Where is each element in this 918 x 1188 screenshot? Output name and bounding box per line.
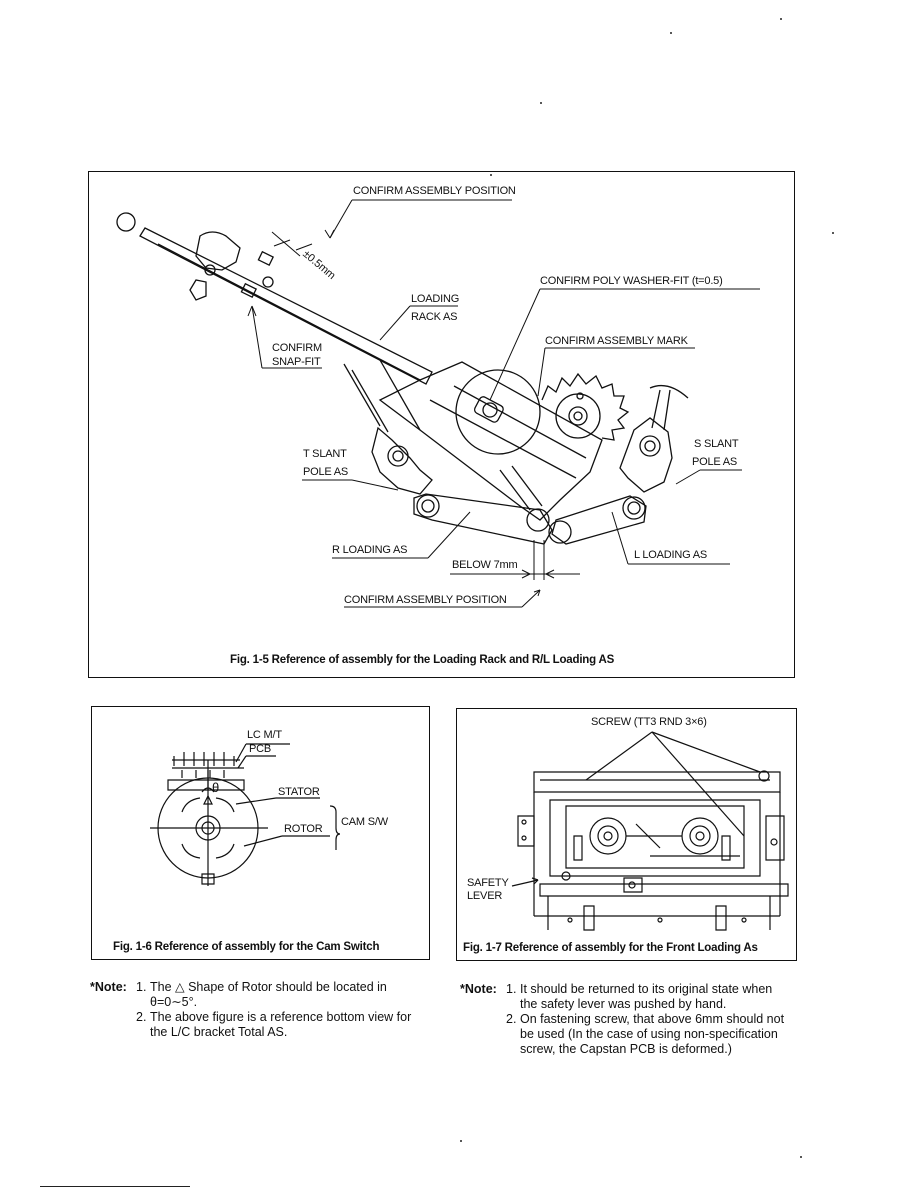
fig5-frame [88, 171, 795, 678]
note-left-key: *Note: [90, 980, 127, 994]
theta-label: θ [212, 780, 220, 795]
note-right-item1-num: 1. [506, 982, 517, 996]
note-right-key: *Note: [460, 982, 497, 996]
safety-label: SAFETY [467, 877, 509, 889]
scan-speck [832, 232, 834, 234]
r-loading-label: R LOADING AS [332, 544, 408, 556]
scan-speck [540, 102, 542, 104]
note-left-item2-line2: the L/C bracket Total AS. [150, 1025, 288, 1039]
cam-sw-label: CAM S/W [341, 816, 388, 828]
note-left-item1-num: 1. [136, 980, 147, 994]
loading-rack-label-line1: LOADING [411, 293, 460, 305]
fig5-caption: Fig. 1-5 Reference of assembly for the L… [230, 654, 615, 666]
lever-label: LEVER [467, 890, 503, 902]
note-left-item2-num: 2. [136, 1010, 147, 1024]
note-right-item1-line2: the safety lever was pushed by hand. [520, 997, 727, 1011]
notes-left: *Note: 1. The △ Shape of Rotor should be… [90, 980, 440, 1040]
fig7-frame [456, 708, 797, 961]
note-right-item2-line2: be used (In the case of using non-specif… [520, 1027, 778, 1041]
scan-speck [490, 174, 492, 176]
lc-mt-label: LC M/T [247, 729, 282, 741]
note-right-item1-line1: It should be returned to its original st… [520, 982, 773, 996]
confirm-assembly-position-top-label: CONFIRM ASSEMBLY POSITION [353, 185, 516, 197]
fig7-caption: Fig. 1-7 Reference of assembly for the F… [463, 942, 758, 954]
s-slant-label-line2: POLE AS [692, 456, 738, 468]
notes-right: *Note: 1. It should be returned to its o… [460, 982, 810, 1057]
s-slant-label-line1: S SLANT [694, 438, 739, 450]
t-slant-label-line2: POLE AS [303, 466, 349, 478]
t-slant-label-line1: T SLANT [303, 448, 347, 460]
note-left-item2-line1: The above figure is a reference bottom v… [150, 1010, 412, 1024]
scan-speck [460, 1140, 462, 1142]
confirm-poly-washer-label: CONFIRM POLY WASHER-FIT (t=0.5) [540, 275, 723, 287]
confirm-assembly-position-bottom-label: CONFIRM ASSEMBLY POSITION [344, 594, 507, 606]
scan-speck [780, 18, 782, 20]
fig6-caption: Fig. 1-6 Reference of assembly for the C… [113, 941, 380, 953]
scan-speck [670, 32, 672, 34]
confirm-assembly-mark-label: CONFIRM ASSEMBLY MARK [545, 335, 688, 347]
confirm-snap-fit-label-line2: SNAP-FIT [272, 356, 321, 368]
stator-label: STATOR [278, 786, 320, 798]
note-left-item1-line2: θ=0∼5°. [150, 995, 198, 1009]
note-right-item2-line3: screw, the Capstan PCB is deformed.) [520, 1042, 732, 1056]
pcb-label: PCB [249, 743, 272, 755]
loading-rack-label-line2: RACK AS [411, 311, 458, 323]
note-right-item2-line1: On fastening screw, that above 6mm shoul… [520, 1012, 785, 1026]
below-7mm-label: BELOW 7mm [452, 559, 518, 571]
fig6-frame [91, 706, 430, 960]
bottom-rule [40, 1186, 190, 1187]
note-left-item1-line1: The △ Shape of Rotor should be located i… [150, 980, 387, 994]
rotor-label: ROTOR [284, 823, 323, 835]
screw-label: SCREW (TT3 RND 3×6) [591, 716, 707, 728]
note-right-item2-num: 2. [506, 1012, 517, 1026]
scan-speck [800, 1156, 802, 1158]
confirm-snap-fit-label-line1: CONFIRM [272, 342, 322, 354]
l-loading-label: L LOADING AS [634, 549, 707, 561]
